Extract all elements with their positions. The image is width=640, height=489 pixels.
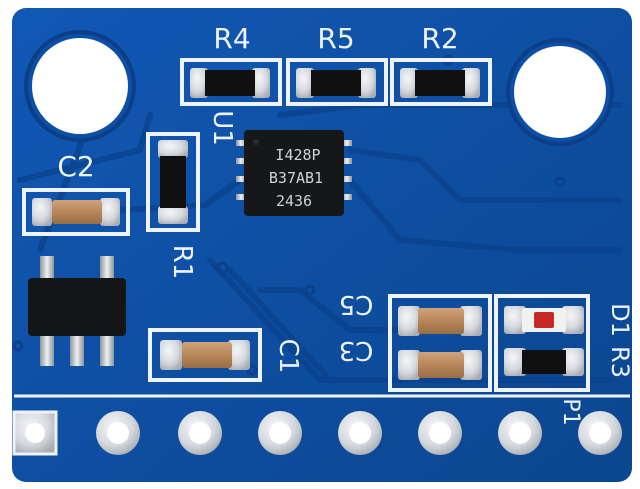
resistor-r1-marking: 01C — [166, 171, 180, 193]
resistor-r4: 01C — [180, 58, 282, 106]
header-pin-3 — [178, 411, 222, 455]
header-pin-8 — [578, 411, 622, 455]
chip-text-line2: B37AB1 — [269, 169, 323, 187]
led-d1 — [504, 306, 584, 334]
resistor-r5-marking: 01C — [324, 77, 347, 92]
header-pin-2 — [96, 411, 140, 455]
capacitor-c3 — [398, 350, 482, 380]
label-c5: C5 — [339, 289, 374, 319]
mounting-hole-left — [24, 30, 136, 142]
resistor-r1: 01C — [146, 132, 200, 232]
header-pin-1 — [12, 410, 58, 456]
sensor-chip: I428P B37AB1 2436 — [236, 130, 352, 216]
label-r3: R3 — [606, 346, 634, 378]
header-pin-4 — [258, 411, 302, 455]
label-c3: C3 — [339, 335, 374, 365]
label-d1: D1 — [606, 303, 634, 337]
capacitor-c5 — [398, 306, 482, 336]
label-r2: R2 — [421, 22, 458, 55]
resistor-r3-marking: 01B — [533, 356, 555, 370]
chip-text-line3: 2436 — [276, 192, 312, 210]
label-u1: U1 — [207, 110, 237, 146]
header-pin-5 — [338, 411, 382, 455]
header-pin-6 — [418, 411, 462, 455]
capacitor-group-c5-c3 — [388, 294, 492, 392]
capacitor-c1 — [148, 328, 262, 382]
mounting-hole-right — [506, 38, 614, 146]
chip-text-line1: I428P — [275, 146, 320, 164]
resistor-r2: 01C — [390, 58, 492, 106]
led-d1-r3-group — [494, 294, 590, 392]
label-p1: P1 — [558, 398, 583, 425]
label-r5: R5 — [317, 22, 354, 55]
label-r4: R4 — [213, 22, 250, 55]
label-r1: R1 — [167, 245, 197, 280]
resistor-r4-marking: 01C — [218, 77, 241, 92]
resistor-r5: 01C — [286, 58, 388, 106]
label-c1: C1 — [273, 339, 303, 374]
resistor-r3: 01B — [504, 348, 584, 376]
header-pins — [12, 410, 622, 456]
header-pin-7 — [498, 411, 542, 455]
label-c2: C2 — [57, 150, 94, 183]
resistor-r2-marking: 01C — [428, 76, 451, 91]
voltage-regulator — [28, 256, 126, 366]
capacitor-c2 — [22, 188, 130, 236]
